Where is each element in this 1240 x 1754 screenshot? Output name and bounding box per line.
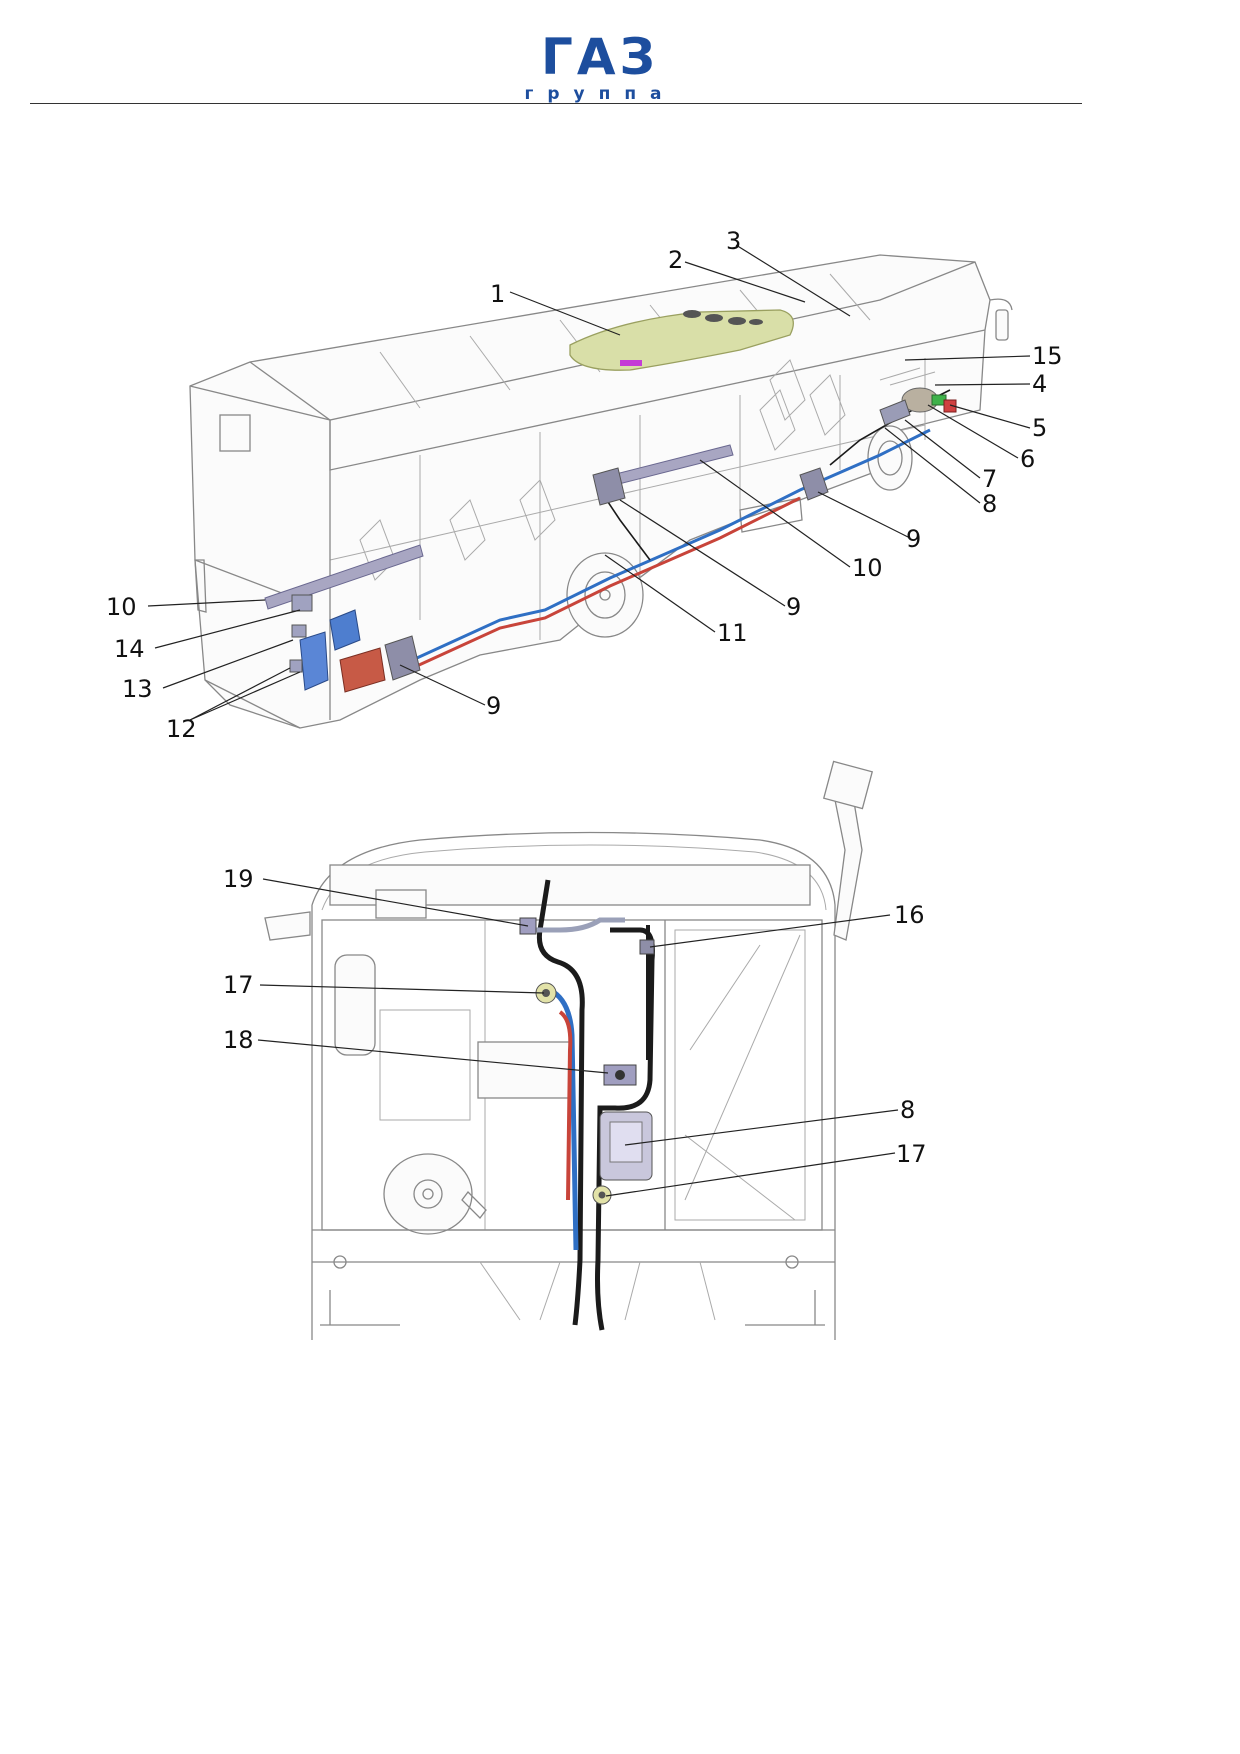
header-divider xyxy=(30,103,1082,104)
ac-fan-vents xyxy=(683,310,763,325)
hose-black-right xyxy=(595,927,655,1331)
callout-8-bottom: 8 xyxy=(900,1096,915,1124)
expansion-tank-8 xyxy=(599,1111,653,1181)
ac-inlet-marker xyxy=(620,360,642,366)
page-header: ГАЗ группа xyxy=(0,0,1240,110)
callout-13: 13 xyxy=(122,675,153,703)
heater-unit-front xyxy=(384,635,421,681)
callout-8-top: 8 xyxy=(982,490,997,518)
callout-10-front: 10 xyxy=(106,593,137,621)
top-leader-lines xyxy=(147,244,1031,721)
valve-17-upper xyxy=(535,982,557,1004)
heater-unit-middle xyxy=(592,467,626,506)
callout-17-lower: 17 xyxy=(896,1140,927,1168)
callout-7: 7 xyxy=(982,465,997,493)
suspension-links xyxy=(479,1261,716,1321)
hose-grey-upper xyxy=(536,917,625,933)
hose-red xyxy=(558,1010,573,1201)
gaz-group-logo: ГАЗ группа xyxy=(520,32,680,104)
coolant-line-red xyxy=(394,496,801,678)
bus-body-outline xyxy=(189,254,991,729)
callout-9-front: 9 xyxy=(486,692,501,720)
chassis-bolt-left xyxy=(333,1255,347,1269)
rear-engine-components xyxy=(879,367,957,426)
callout-14: 14 xyxy=(114,635,145,663)
logo-sub-text: группа xyxy=(524,84,676,104)
heater-unit-rear xyxy=(799,467,829,501)
engine-bay-figure: 19 16 17 18 8 17 xyxy=(223,760,927,1340)
frame-cross-brace xyxy=(684,934,801,1221)
callout-9-middle: 9 xyxy=(786,593,801,621)
callout-1: 1 xyxy=(490,280,505,308)
rear-wheel xyxy=(867,425,913,491)
callout-15: 15 xyxy=(1032,342,1063,370)
rear-door-step xyxy=(739,497,803,533)
callout-19: 19 xyxy=(223,865,254,893)
destination-display xyxy=(219,414,251,452)
left-bracket-panel xyxy=(379,1009,471,1121)
chassis-bolt-right xyxy=(785,1255,799,1269)
callout-3: 3 xyxy=(726,227,741,255)
rear-mirror xyxy=(995,309,1009,341)
valve-18 xyxy=(603,1064,637,1086)
callout-9-rear: 9 xyxy=(906,525,921,553)
left-fluid-tank xyxy=(334,954,376,1056)
compressor-assembly xyxy=(383,1153,487,1235)
right-side-panel xyxy=(674,929,806,1221)
hose-black-left xyxy=(536,879,585,1326)
callout-4: 4 xyxy=(1032,370,1047,398)
callout-10-rear: 10 xyxy=(852,554,883,582)
left-mirror-stub xyxy=(264,911,311,941)
rear-mirror-arm xyxy=(989,298,1013,311)
bottom-leader-lines xyxy=(257,878,899,1197)
callout-16: 16 xyxy=(894,901,925,929)
front-wheel xyxy=(566,552,644,638)
callout-17-upper: 17 xyxy=(223,971,254,999)
roof-ac-unit xyxy=(569,309,794,371)
front-hvac-components xyxy=(289,594,386,693)
callout-6: 6 xyxy=(1020,445,1035,473)
logo-main-text: ГАЗ xyxy=(540,28,660,86)
callout-11: 11 xyxy=(717,619,748,647)
bottom-callout-labels: 19 16 17 18 8 17 xyxy=(223,865,927,1168)
callout-18: 18 xyxy=(223,1026,254,1054)
callout-5: 5 xyxy=(1032,414,1047,442)
central-frame-box xyxy=(477,1041,574,1099)
hose-blue xyxy=(548,987,579,1251)
rear-mirror-pole xyxy=(833,788,863,941)
rear-mirror-head xyxy=(822,760,874,810)
bus-isometric-figure: 1 2 3 15 4 5 6 7 8 9 10 9 11 10 14 13 12… xyxy=(106,227,1063,743)
callout-2: 2 xyxy=(668,246,683,274)
callout-12: 12 xyxy=(166,715,197,743)
coolant-line-blue xyxy=(394,428,931,670)
front-mirror xyxy=(194,559,207,613)
valve-17-lower xyxy=(592,1185,612,1205)
overhead-duct-front xyxy=(264,544,424,610)
top-callout-labels: 1 2 3 15 4 5 6 7 8 9 10 9 11 10 14 13 12… xyxy=(106,227,1063,743)
rear-body-arch xyxy=(311,831,836,1340)
